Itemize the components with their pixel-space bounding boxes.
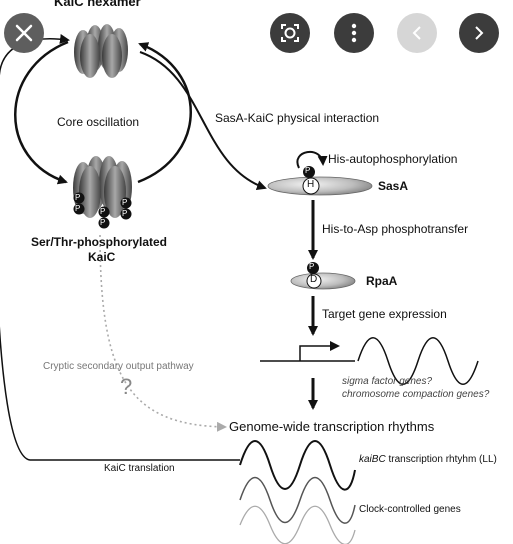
sasa-interaction-arrow bbox=[139, 51, 267, 191]
ser-thr-kaic-label: KaiC bbox=[88, 250, 116, 264]
sasa-phosphate-label: P bbox=[305, 166, 311, 175]
kaic-hexamer-top bbox=[74, 24, 128, 78]
cryptic-pathway-label: Cryptic secondary output pathway bbox=[43, 361, 194, 372]
kaic-phosphate-label: P bbox=[122, 209, 128, 218]
kaic-phosphate-label: P bbox=[75, 193, 81, 202]
kaic-phosphate-label: P bbox=[75, 204, 81, 213]
cryptic-pathway-arrow bbox=[99, 234, 227, 432]
ser-thr-label: Ser/Thr-phosphorylated bbox=[31, 235, 168, 249]
question-mark: ? bbox=[120, 374, 133, 399]
clock-genes-wave-2 bbox=[239, 505, 356, 544]
previous-button[interactable] bbox=[397, 13, 437, 53]
sigma-genes-label: sigma factor genes? bbox=[342, 376, 433, 387]
kaic-phosphate-label: P bbox=[100, 218, 106, 227]
histidine-label: H bbox=[307, 179, 315, 190]
genome-wide-label: Genome-wide transcription rhythms bbox=[229, 419, 435, 434]
close-button[interactable] bbox=[4, 13, 44, 53]
oscillation-arrow-left bbox=[14, 40, 69, 185]
promoter-arrow bbox=[299, 341, 340, 361]
rpaa-protein bbox=[290, 272, 356, 290]
sasa-protein bbox=[267, 176, 373, 196]
chevron-right-icon bbox=[475, 26, 484, 40]
chevron-left-icon bbox=[412, 26, 421, 40]
autophos-loop bbox=[296, 150, 328, 169]
compaction-genes-label: chromosome compaction genes? bbox=[342, 389, 490, 400]
his-autophos-label: His-autophosphorylation bbox=[328, 152, 458, 166]
phosphotransfer-label: His-to-Asp phosphotransfer bbox=[322, 222, 469, 236]
lens-icon bbox=[281, 24, 299, 42]
kaic-translation-label: KaiC translation bbox=[104, 463, 175, 474]
sasa-label: SasA bbox=[378, 179, 409, 193]
rpaa-label: RpaA bbox=[366, 274, 398, 288]
more-options-button[interactable] bbox=[334, 13, 374, 53]
target-expression-label: Target gene expression bbox=[322, 307, 447, 321]
kaibc-rhythm-wave bbox=[239, 440, 356, 491]
core-oscillation-label: Core oscillation bbox=[57, 115, 140, 129]
kaic-phosphate-label: P bbox=[100, 207, 106, 216]
next-button[interactable] bbox=[459, 13, 499, 53]
physical-interaction-label: SasA-KaiC physical interaction bbox=[215, 111, 380, 125]
kaic-phosphate-label: P bbox=[122, 198, 128, 207]
transcript-wave bbox=[357, 337, 479, 385]
more-vertical-icon bbox=[351, 23, 357, 43]
kaibc-rhythm-label: kaiBC transcription rhtyhm (LL) bbox=[359, 454, 497, 465]
clock-controlled-label: Clock-controlled genes bbox=[359, 504, 461, 515]
lens-button[interactable] bbox=[270, 13, 310, 53]
aspartate-label: D bbox=[310, 274, 318, 285]
kaic-hexamer-title: KaiC hexamer bbox=[54, 0, 141, 9]
close-icon bbox=[15, 24, 33, 42]
rpaa-phosphate-label: P bbox=[309, 262, 315, 271]
oscillation-arrow-right bbox=[137, 42, 192, 184]
clock-genes-wave-1 bbox=[239, 477, 356, 524]
